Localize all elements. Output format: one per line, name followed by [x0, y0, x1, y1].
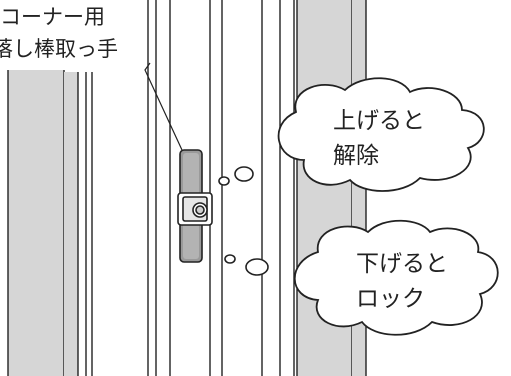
- bubble-lower-line1: 下げると: [356, 251, 448, 277]
- bubble-raise-shape: [277, 77, 485, 192]
- thought-dots-lower: [224, 254, 269, 276]
- drop-rod-handle-icon: [177, 149, 213, 263]
- bubble-raise-line2: 解除: [333, 143, 379, 169]
- center-mullion: [147, 0, 295, 376]
- bubble-lower-line2: ロック: [356, 286, 425, 312]
- bubble-raise-line1: 上げると: [333, 108, 425, 134]
- thought-dots-raise: [218, 166, 254, 186]
- left-door-frame: [7, 70, 93, 376]
- callout-label-line1: コーナー用: [0, 5, 105, 29]
- callout-leader-line: [144, 62, 183, 151]
- callout-label-line2: 落し棒取っ手: [0, 37, 118, 61]
- bubble-lower-shape: [293, 219, 499, 336]
